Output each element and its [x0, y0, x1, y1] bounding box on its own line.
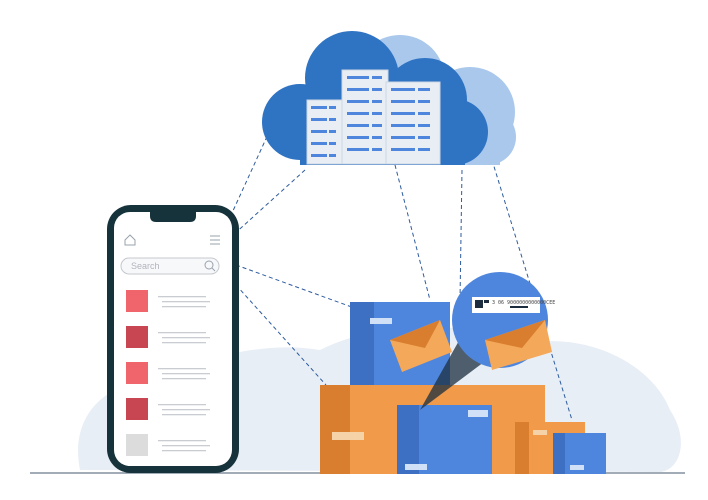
- server-rack: [306, 99, 344, 165]
- list-item-thumbnail: [126, 434, 148, 456]
- phone: Search: [107, 205, 239, 473]
- search-input[interactable]: Search: [120, 257, 220, 275]
- list-item-text-line: [162, 450, 206, 452]
- list-item[interactable]: [126, 434, 210, 456]
- list-item-text-line: [162, 373, 210, 375]
- list-item-text-line: [158, 332, 206, 334]
- phone-list: [126, 290, 210, 456]
- list-item-text-line: [158, 368, 206, 370]
- list-item-thumbnail: [126, 326, 148, 348]
- list-item-thumbnail: [126, 398, 148, 420]
- list-item-text-line: [158, 404, 206, 406]
- list-item-text-line: [162, 301, 210, 303]
- search-placeholder: Search: [131, 261, 160, 271]
- list-item-text-line: [158, 440, 206, 442]
- list-item-thumbnail: [126, 290, 148, 312]
- home-icon[interactable]: [124, 234, 136, 246]
- search-icon[interactable]: [204, 260, 214, 270]
- boxes: [320, 302, 606, 474]
- list-item-text-line: [162, 342, 206, 344]
- list-item-text-line: [162, 378, 206, 380]
- list-item-text-line: [162, 414, 206, 416]
- list-item-text-line: [162, 409, 210, 411]
- magnifier: 3 06 9000000000000CEE: [420, 272, 555, 410]
- list-item-text-line: [162, 445, 210, 447]
- server-rack: [341, 69, 389, 165]
- blue-box-front: [397, 405, 492, 474]
- shipping-label-code: 3 06 9000000000000CEE: [492, 300, 555, 306]
- list-item[interactable]: [126, 326, 210, 348]
- envelope: [390, 320, 452, 372]
- list-item-thumbnail: [126, 362, 148, 384]
- server-rack: [385, 81, 441, 165]
- list-item[interactable]: [126, 362, 210, 384]
- list-item[interactable]: [126, 290, 210, 312]
- list-item-text-line: [162, 306, 206, 308]
- list-item-text-line: [162, 337, 210, 339]
- menu-icon[interactable]: [210, 235, 220, 245]
- list-item-text-line: [158, 296, 206, 298]
- server-racks: [306, 69, 441, 165]
- phone-notch: [150, 212, 196, 222]
- list-item[interactable]: [126, 398, 210, 420]
- blue-box-small: [553, 433, 606, 474]
